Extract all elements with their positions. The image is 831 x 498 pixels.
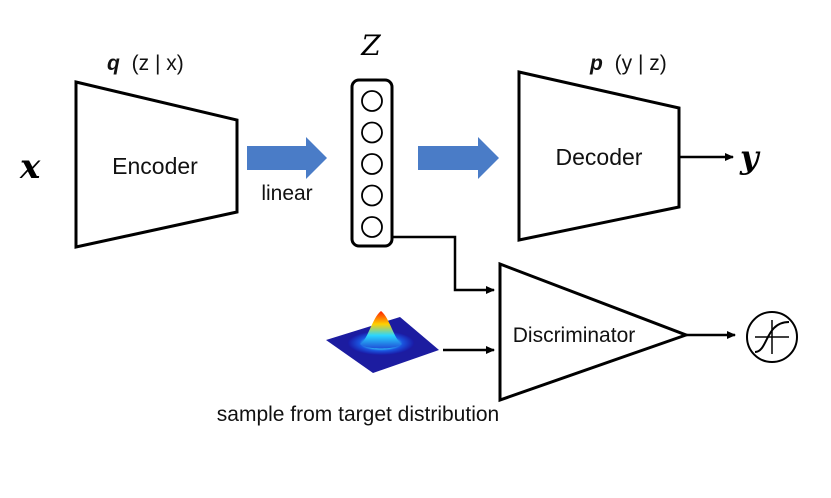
gaussian-surface-icon [326,311,439,373]
encoder-dist-args: (z | x) [132,52,184,75]
latent-units [361,90,383,238]
output-y-label: y [739,138,761,176]
latent-unit [361,216,383,238]
latent-unit [361,90,383,112]
decoder-block [517,70,681,242]
prior-caption: sample from target distribution [217,403,499,426]
decoder-dist-args: (y | z) [615,52,667,75]
discriminator-block [498,261,691,403]
latent-unit [361,153,383,175]
latent-unit [361,121,383,144]
linear-label: linear [261,182,312,205]
sigmoid-icon [746,311,798,363]
decoder-dist-var: p [589,52,603,75]
linear-arrow [247,137,327,179]
latent-unit [361,184,383,207]
decoder-distribution-label: p (y | z) [589,52,667,75]
encoder-label: Encoder [112,153,198,179]
discriminator-label: Discriminator [513,324,636,347]
decoder-label: Decoder [556,144,643,170]
decoder-input-arrow [418,137,499,179]
encoder-dist-var: q [107,52,120,75]
latent-z-label: Z [360,29,381,62]
latent-to-discriminator-arrow [392,235,495,294]
encoder-distribution-label: q (z | x) [107,52,184,75]
input-x-label: x [19,147,41,187]
encoder-block [74,80,239,249]
